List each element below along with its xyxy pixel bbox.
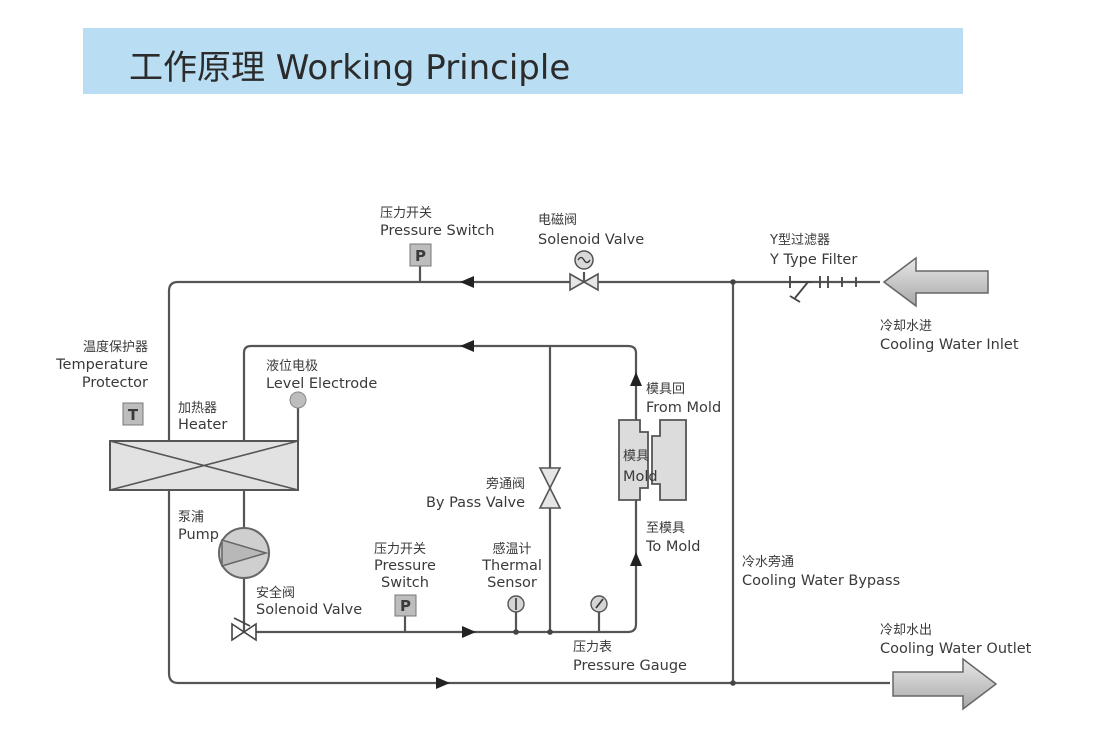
title-banner: 工作原理 Working Principle (83, 28, 963, 94)
page-title: 工作原理 Working Principle (129, 48, 571, 88)
label-pressure-switch-top: 压力开关 Pressure Switch (380, 206, 494, 239)
svg-text:From Mold: From Mold (646, 400, 721, 416)
svg-text:冷却水出: 冷却水出 (880, 623, 932, 638)
svg-text:To Mold: To Mold (645, 539, 701, 555)
label-y-filter: Y型过滤器 Y Type Filter (769, 233, 857, 268)
svg-text:压力开关: 压力开关 (380, 206, 432, 221)
label-cooling-water-outlet: 冷却水出 Cooling Water Outlet (880, 623, 1032, 657)
pressure-switch-bottom-icon: P (394, 594, 417, 617)
svg-text:冷却水进: 冷却水进 (880, 319, 932, 334)
flow-arrow-up-to-mold (630, 552, 642, 566)
svg-text:模具: 模具 (623, 449, 649, 464)
svg-text:加热器: 加热器 (178, 401, 217, 416)
svg-text:温度保护器: 温度保护器 (83, 339, 148, 355)
svg-text:Cooling Water Bypass: Cooling Water Bypass (742, 573, 900, 589)
svg-text:Temperature: Temperature (55, 357, 148, 373)
mold-block (618, 419, 687, 501)
svg-text:Solenoid Valve: Solenoid Valve (538, 232, 644, 248)
flow-arrow-left-top (460, 276, 474, 288)
solenoid-valve-top-icon (569, 250, 599, 292)
svg-text:压力表: 压力表 (573, 640, 612, 655)
svg-text:Protector: Protector (82, 375, 148, 391)
svg-text:Pressure Switch: Pressure Switch (380, 223, 494, 239)
label-level-electrode: 液位电极 Level Electrode (266, 359, 377, 392)
flow-arrow-right-inner (462, 626, 476, 638)
pump-icon (218, 527, 270, 579)
outlet-arrow-icon (892, 657, 998, 711)
label-pressure-gauge: 压力表 Pressure Gauge (573, 640, 687, 674)
svg-text:Mold: Mold (623, 469, 658, 485)
temperature-protector-icon: T (122, 402, 144, 426)
pipe-junctions (513, 279, 736, 686)
label-heater: 加热器 Heater (178, 401, 227, 433)
label-cooling-water-bypass: 冷水旁通 Cooling Water Bypass (742, 554, 900, 589)
inlet-arrow-icon (882, 256, 989, 308)
flow-arrow-left-inner (460, 340, 474, 352)
label-thermal-sensor: 感温计 Thermal Sensor (481, 541, 542, 591)
label-pressure-switch-bottom: 压力开关 Pressure Switch (374, 542, 436, 591)
svg-text:至模具: 至模具 (646, 521, 685, 536)
svg-text:Pressure Gauge: Pressure Gauge (573, 658, 687, 674)
label-mold: 模具 Mold (623, 449, 658, 485)
label-bypass-valve: 旁通阀 By Pass Valve (426, 476, 525, 511)
svg-text:Thermal: Thermal (481, 558, 542, 574)
flow-arrow-up-from-mold (630, 372, 642, 386)
pressure-switch-top-icon: P (409, 243, 432, 267)
svg-text:Sensor: Sensor (487, 575, 537, 591)
svg-text:By Pass Valve: By Pass Valve (426, 495, 525, 511)
svg-text:Level Electrode: Level Electrode (266, 376, 377, 392)
inner-bottom-pipe (244, 500, 638, 634)
svg-text:Y Type Filter: Y Type Filter (769, 252, 857, 268)
svg-text:Cooling Water Outlet: Cooling Water Outlet (880, 641, 1032, 657)
svg-text:Pressure: Pressure (374, 558, 436, 574)
y-filter-icon (789, 276, 857, 303)
pressure-gauge-icon (590, 595, 608, 613)
thermal-sensor-icon (507, 595, 525, 613)
svg-text:冷水旁通: 冷水旁通 (742, 554, 794, 570)
svg-text:安全阀: 安全阀 (256, 585, 295, 601)
svg-text:液位电极: 液位电极 (266, 359, 318, 374)
svg-text:Pump: Pump (178, 527, 219, 543)
svg-text:电磁阀: 电磁阀 (538, 213, 577, 228)
svg-text:模具回: 模具回 (646, 382, 685, 397)
label-solenoid-valve-top: 电磁阀 Solenoid Valve (538, 213, 644, 248)
svg-text:感温计: 感温计 (492, 541, 531, 557)
svg-text:泵浦: 泵浦 (178, 510, 204, 525)
svg-text:Y型过滤器: Y型过滤器 (769, 233, 830, 248)
flow-arrow-right-outer (436, 677, 450, 689)
label-to-mold: 至模具 To Mold (645, 521, 701, 555)
svg-text:P: P (415, 247, 426, 265)
heater-block (109, 440, 299, 491)
flow-arrows (436, 276, 642, 689)
svg-text:P: P (400, 597, 411, 615)
inner-top-pipe (242, 344, 638, 441)
svg-text:旁通阀: 旁通阀 (486, 476, 525, 492)
level-electrode-icon (289, 391, 307, 409)
svg-text:Heater: Heater (178, 417, 227, 433)
label-temperature-protector: 温度保护器 Temperature Protector (55, 339, 148, 391)
label-from-mold: 模具回 From Mold (646, 382, 721, 416)
svg-text:Switch: Switch (381, 575, 429, 591)
label-cooling-water-inlet: 冷却水进 Cooling Water Inlet (880, 319, 1019, 353)
svg-text:T: T (128, 406, 139, 424)
safety-valve-icon (231, 617, 257, 642)
svg-text:压力开关: 压力开关 (374, 542, 426, 557)
svg-text:Solenoid Valve: Solenoid Valve (256, 602, 362, 618)
bypass-valve-icon (538, 467, 562, 509)
label-pump: 泵浦 Pump (178, 510, 219, 543)
svg-text:Cooling Water Inlet: Cooling Water Inlet (880, 337, 1019, 353)
label-safety-valve: 安全阀 Solenoid Valve (256, 585, 362, 618)
